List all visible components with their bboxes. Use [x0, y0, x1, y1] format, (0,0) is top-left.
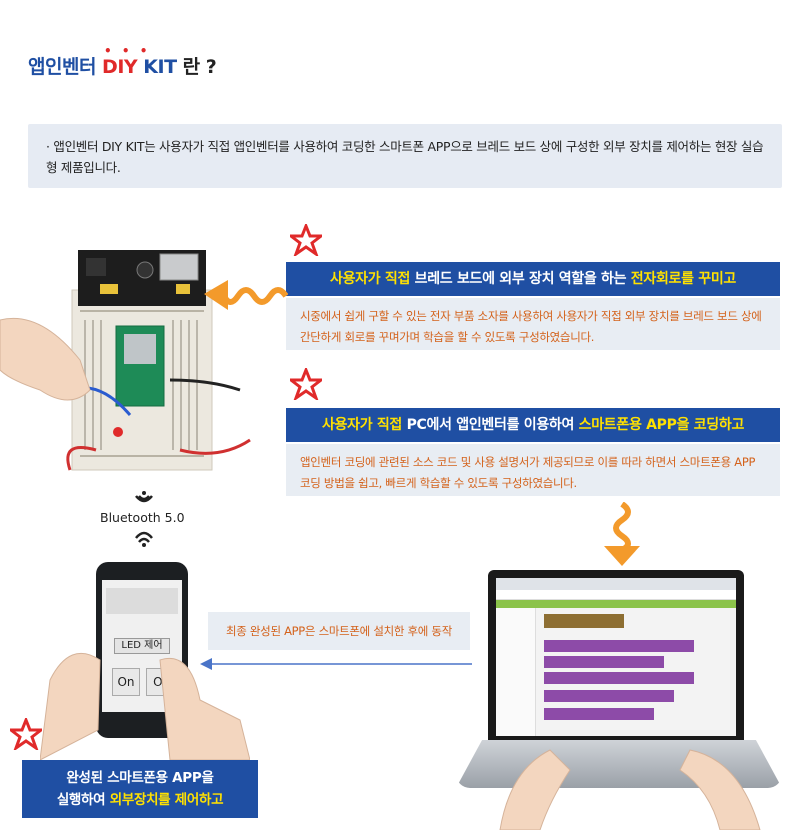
- feature2-prefix: 사용자가 직접: [321, 417, 403, 433]
- feature1-desc-line2: 간단하게 회로를 꾸며가며 학습을 할 수 있도록 구성하였습니다.: [300, 330, 595, 344]
- code-block: [544, 690, 674, 702]
- hand-illustration: [40, 652, 250, 760]
- code-block: [544, 672, 694, 684]
- intro-box: · 앱인벤터 DIY KIT는 사용자가 직접 앱인벤터를 사용하여 코딩한 스…: [28, 124, 782, 188]
- title-part-appinventor: 앱인벤터: [28, 56, 103, 78]
- title-part-kit: KIT: [137, 56, 177, 78]
- bottom-banner: 완성된 스마트폰용 APP을 실행하여 외부장치를 제어하고: [22, 760, 258, 818]
- hands-typing-illustration: [499, 749, 761, 830]
- title-diy-text: DIY: [102, 56, 138, 78]
- arrow-down-icon: [604, 502, 640, 566]
- title-part-diy: • • •DIY: [102, 44, 147, 78]
- feature1-desc-line1: 시중에서 쉽게 구할 수 있는 전자 부품 소자를 사용하여 사용자가 직접 외…: [300, 309, 762, 323]
- laptop: [488, 570, 744, 740]
- feature1-mid: 브레드 보드에 외부 장치 역할을 하는: [410, 271, 631, 287]
- bottom-line2-highlight: 외부장치를 제어하고: [109, 792, 224, 808]
- feature2-mid: PC에서 앱인벤터를 이용하여: [402, 417, 579, 433]
- led-control-label: LED 제어: [114, 638, 170, 654]
- feature1-desc: 시중에서 쉽게 구할 수 있는 전자 부품 소자를 사용하여 사용자가 직접 외…: [286, 298, 780, 350]
- page-title: 앱인벤터 • • •DIY KIT 란 ?: [28, 44, 217, 79]
- bluetooth-label: Bluetooth 5.0: [100, 510, 185, 525]
- code-block: [544, 640, 694, 652]
- bottom-line1: 완성된 스마트폰용 APP을: [66, 770, 214, 786]
- title-part-question: 란 ?: [176, 56, 217, 78]
- feature2-suffix: 스마트폰용 APP을 코딩하고: [578, 417, 745, 433]
- code-block: [544, 708, 654, 720]
- led-on-button[interactable]: On: [112, 668, 140, 696]
- intro-bullet: ·: [46, 139, 50, 154]
- star-icon: [290, 368, 322, 400]
- code-block: [544, 614, 624, 628]
- feature1-suffix: 전자회로를 꾸미고: [630, 271, 737, 287]
- browser-tab-bar: [496, 578, 736, 590]
- phone-app-header: [106, 588, 178, 614]
- appinventor-toolbar: [496, 600, 736, 608]
- wifi-signal-icon: [135, 531, 153, 547]
- arrow-left-icon: [204, 280, 288, 310]
- breadboard-illustration: [0, 250, 251, 471]
- star-icon: [10, 718, 42, 750]
- bottom-line2: 실행하여 외부장치를 제어하고: [22, 789, 258, 811]
- arrow-left-thin-icon: [200, 658, 472, 670]
- blocks-palette: [496, 608, 536, 736]
- intro-text: 앱인벤터 DIY KIT는 사용자가 직접 앱인벤터를 사용하여 코딩한 스마트…: [46, 139, 764, 175]
- star-icon: [290, 224, 322, 256]
- feature2-desc: 앱인벤터 코딩에 관련된 소스 코드 및 사용 설명서가 제공되므로 이를 따라…: [286, 444, 780, 496]
- feature1-banner: 사용자가 직접 브레드 보드에 외부 장치 역할을 하는 전자회로를 꾸미고: [286, 262, 780, 296]
- feature2-desc-line2: 코딩 방법을 쉽고, 빠르게 학습할 수 있도록 구성하였습니다.: [300, 476, 577, 490]
- wifi-signal-icon: [135, 491, 153, 503]
- feature2-banner: 사용자가 직접 PC에서 앱인벤터를 이용하여 스마트폰용 APP을 코딩하고: [286, 408, 780, 442]
- feature1-prefix: 사용자가 직접: [330, 271, 411, 287]
- transfer-label: 최종 완성된 APP은 스마트폰에 설치한 후에 동작: [208, 612, 470, 650]
- browser-address-bar: [496, 590, 736, 600]
- title-dots: • • •: [104, 44, 151, 58]
- bottom-line2-prefix: 실행하여: [56, 792, 110, 808]
- feature2-desc-line1: 앱인벤터 코딩에 관련된 소스 코드 및 사용 설명서가 제공되므로 이를 따라…: [300, 455, 756, 469]
- code-block: [544, 656, 664, 668]
- laptop-screen: [496, 578, 736, 736]
